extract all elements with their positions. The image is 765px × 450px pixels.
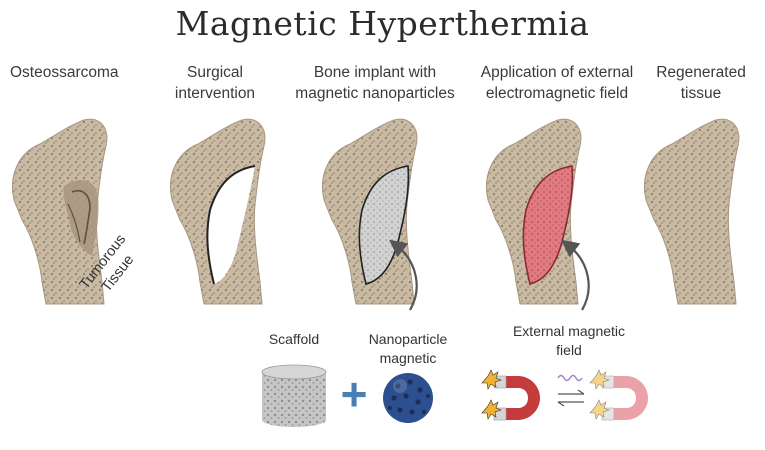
magnet-icon <box>493 375 540 421</box>
nanoparticle-label: Nanoparticle magnetic <box>368 331 448 366</box>
femur-implant <box>321 118 418 305</box>
nanoparticle-icon <box>383 373 433 423</box>
stage-label-osteosarcoma: Osteossarcoma <box>10 64 119 81</box>
page-title: Magnetic Hyperthermia <box>175 4 590 43</box>
scaffold-icon <box>261 364 327 427</box>
femur-surgical <box>169 118 266 305</box>
stage-label-field: Application of external electromagnetic … <box>480 64 634 102</box>
femur-heated <box>485 118 582 305</box>
magnet-icon <box>601 375 648 421</box>
spark-icon <box>481 369 502 420</box>
femur-regenerated <box>643 118 740 305</box>
spark-icon <box>589 369 610 420</box>
plus-sign: + <box>341 368 368 420</box>
femur-osteosarcoma <box>11 118 108 305</box>
stage-label-implant: Bone implant with magnetic nanoparticles <box>295 64 455 102</box>
stage-label-surgical: Surgical intervention <box>174 64 256 102</box>
stage-label-regenerated: Regenerated tissue <box>656 64 746 102</box>
exchange-arrows-icon <box>557 389 585 407</box>
curved-arrow-icon <box>389 239 418 311</box>
scaffold-label: Scaffold <box>268 331 320 347</box>
external-field-label: External magnetic field <box>512 323 626 358</box>
curved-arrow-icon <box>561 239 590 311</box>
wave-icon <box>557 374 583 382</box>
